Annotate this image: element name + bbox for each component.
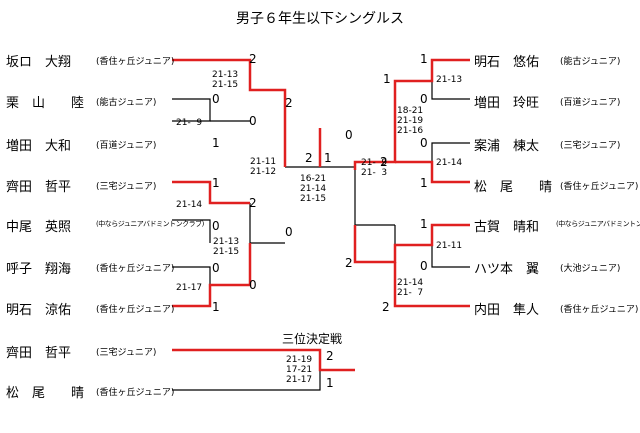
match-score: 21-13 bbox=[436, 75, 463, 85]
right-player-name: 明石 悠佑 bbox=[474, 55, 540, 70]
red-lines bbox=[172, 58, 470, 372]
red-l-1 bbox=[172, 58, 287, 167]
set-count: 0 bbox=[212, 92, 220, 106]
match-score: 21-19 17-21 21-17 bbox=[286, 355, 313, 385]
set-count: 0 bbox=[420, 259, 428, 273]
match-score: 21- 9 bbox=[176, 118, 203, 128]
red-r-1 bbox=[353, 58, 470, 170]
match-score: 21-17 bbox=[176, 283, 203, 293]
left-player-club: (能古ジュニア) bbox=[96, 98, 157, 108]
right-player-name: 松 尾 晴 bbox=[474, 180, 553, 195]
left-player-name: 増田 大和 bbox=[6, 139, 72, 154]
set-count: 2 bbox=[305, 151, 313, 165]
left-player-club: (香住ヶ丘ジュニア) bbox=[96, 57, 175, 67]
line-r-m2-upper bbox=[431, 142, 470, 162]
left-player-club: (三宅ジュニア) bbox=[96, 182, 157, 192]
set-count: 1 bbox=[212, 300, 220, 314]
line-3rd-lower bbox=[172, 370, 321, 391]
right-player-club: (百道ジュニア) bbox=[560, 98, 621, 108]
left-player-club: (香住ヶ丘ジュニア) bbox=[96, 264, 175, 274]
set-count: 1 bbox=[324, 151, 332, 165]
set-count: 0 bbox=[420, 136, 428, 150]
set-count: 0 bbox=[212, 261, 220, 275]
left-player-name: 齊田 哲平 bbox=[6, 180, 72, 195]
set-count: 2 bbox=[380, 155, 388, 169]
right-player-club: (香住ヶ丘ジュニア) bbox=[560, 305, 639, 315]
set-count: 2 bbox=[249, 52, 257, 66]
left-player-name: 中尾 英照 bbox=[6, 220, 72, 235]
line-r-sf-lower bbox=[354, 170, 395, 226]
set-count: 1 bbox=[212, 136, 220, 150]
match-score: 21-13 21-15 bbox=[212, 70, 239, 90]
match-score: 21-14 bbox=[436, 158, 463, 168]
set-count: 2 bbox=[285, 96, 293, 110]
set-count: 2 bbox=[345, 256, 353, 270]
third-player-name: 松 尾 晴 bbox=[6, 386, 85, 401]
left-player-club: (中ならジュニアバドミントンクラブ) bbox=[96, 220, 204, 228]
red-r-4 bbox=[393, 262, 470, 308]
right-player-name: ハツ本 翼 bbox=[474, 262, 540, 277]
left-player-name: 栗 山 陸 bbox=[6, 96, 85, 111]
match-score: 18-21 21-19 21-16 bbox=[397, 106, 424, 136]
set-count: 1 bbox=[212, 176, 220, 190]
set-count: 0 bbox=[420, 92, 428, 106]
left-player-club: (百道ジュニア) bbox=[96, 141, 157, 151]
red-l-3 bbox=[172, 243, 252, 308]
third-player-club: (香住ヶ丘ジュニア) bbox=[96, 388, 175, 398]
set-count: 1 bbox=[420, 52, 428, 66]
set-count: 2 bbox=[249, 196, 257, 210]
set-count: 2 bbox=[382, 300, 390, 314]
set-count: 0 bbox=[249, 278, 257, 292]
right-player-name: 案浦 棟太 bbox=[474, 139, 540, 154]
third-player-club: (三宅ジュニア) bbox=[96, 348, 157, 358]
match-score: 21- 9 21- 3 bbox=[361, 158, 388, 178]
match-score: 21-14 bbox=[176, 200, 203, 210]
third-place-title: 三位決定戦 bbox=[282, 332, 343, 346]
left-player-name: 呼子 翔海 bbox=[6, 262, 72, 277]
left-player-club: (香住ヶ丘ジュニア) bbox=[96, 305, 175, 315]
red-l-2 bbox=[172, 180, 250, 205]
match-score: 21-13 21-15 bbox=[213, 237, 240, 257]
set-count: 0 bbox=[345, 128, 353, 142]
line-l-m1b bbox=[172, 98, 211, 122]
set-count: 0 bbox=[249, 114, 257, 128]
right-player-club: (香住ヶ丘ジュニア) bbox=[560, 182, 639, 192]
right-player-name: 内田 隼人 bbox=[474, 303, 540, 318]
bracket-title: 男子６年生以下シングルス bbox=[236, 11, 404, 27]
set-count: 1 bbox=[420, 217, 428, 231]
red-3rd bbox=[172, 348, 355, 372]
right-player-name: 増田 玲旺 bbox=[474, 96, 540, 111]
line-l-m3-upper bbox=[172, 266, 211, 285]
red-r-3 bbox=[353, 223, 470, 264]
left-player-name: 坂ロ 大翔 bbox=[6, 55, 72, 70]
right-player-club: (能古ジュニア) bbox=[560, 57, 621, 67]
set-count: 0 bbox=[212, 219, 220, 233]
match-score: 21-11 21-12 bbox=[250, 157, 277, 177]
match-score: 16-21 21-14 21-15 bbox=[300, 174, 327, 204]
line-r-m3-lower bbox=[431, 245, 470, 268]
right-player-name: 古賀 晴和 bbox=[474, 220, 540, 235]
right-player-club: (大池ジュニア) bbox=[560, 264, 621, 274]
line-r-m1-lower bbox=[431, 81, 470, 100]
set-count: 1 bbox=[326, 376, 334, 390]
match-score: 21-11 bbox=[436, 241, 463, 251]
third-player-name: 齊田 哲平 bbox=[6, 346, 72, 361]
right-player-club: (中ならジュニアバドミントンクラブ) bbox=[556, 220, 640, 228]
set-count: 2 bbox=[326, 349, 334, 363]
right-player-club: (三宅ジュニア) bbox=[560, 141, 621, 151]
red-r-2 bbox=[395, 160, 470, 184]
set-count: 1 bbox=[420, 176, 428, 190]
match-score: 21-14 21- 7 bbox=[397, 278, 424, 298]
line-l-m2-lower bbox=[172, 219, 211, 243]
set-count: 0 bbox=[285, 225, 293, 239]
set-count: 1 bbox=[383, 72, 391, 86]
left-player-name: 明石 涼佑 bbox=[6, 303, 72, 318]
